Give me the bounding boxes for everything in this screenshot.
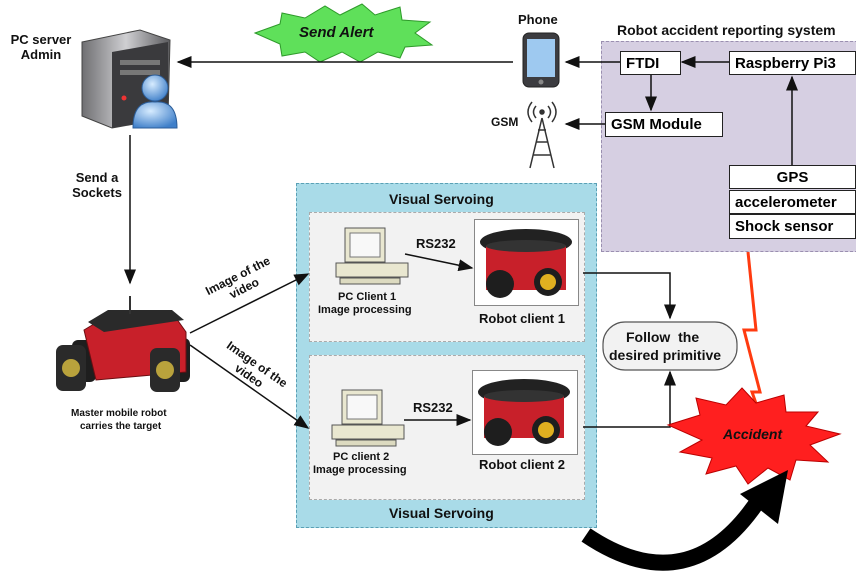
shock-sensor-box: Shock sensor <box>729 214 856 239</box>
phone-label: Phone <box>518 12 558 27</box>
reporting-system-title: Robot accident reporting system <box>617 22 836 38</box>
robot-client1-icon <box>480 229 572 298</box>
ftdi-box: FTDI <box>620 51 681 75</box>
pc-client2-icon <box>331 389 405 447</box>
accident-label: Accident <box>723 426 783 442</box>
follow-primitive-box <box>602 321 738 371</box>
send-sockets-label: Send a Sockets <box>72 170 122 200</box>
master-robot-icon <box>56 296 190 392</box>
robot-client2-label: Robot client 2 <box>479 457 565 472</box>
send-alert-label: Send Alert <box>299 24 374 41</box>
lightning-icon <box>742 251 768 433</box>
gps-box: GPS <box>729 165 856 189</box>
gsm-module-box: GSM Module <box>605 112 723 137</box>
rs232-label-1: RS232 <box>416 236 456 251</box>
gsm-label: GSM <box>491 115 519 129</box>
robot-client2-icon <box>478 379 570 446</box>
visual-servoing-bottom-title: Visual Servoing <box>389 505 494 521</box>
phone-icon <box>522 32 560 88</box>
visual-servoing-top-title: Visual Servoing <box>389 191 494 207</box>
rs232-label-2: RS232 <box>413 400 453 415</box>
user-icon <box>132 74 178 129</box>
big-curved-arrow <box>581 493 767 571</box>
follow-primitive-line1: Follow the <box>626 329 700 345</box>
send-alert-starburst <box>253 3 434 63</box>
raspberry-pi-box: Raspberry Pi3 <box>729 51 856 75</box>
pc-client2-label-line2: Image processing <box>313 464 407 476</box>
pc-server-title: PC server Admin <box>10 32 72 62</box>
robot-client1-label: Robot client 1 <box>479 311 565 326</box>
master-robot-label-line1: Master mobile robot <box>71 408 167 419</box>
follow-primitive-line2: desired primitive <box>609 347 722 363</box>
accident-starburst <box>666 387 842 485</box>
antenna-icon <box>527 101 557 169</box>
pc-client1-label-line2: Image processing <box>318 304 412 316</box>
pc-client2-label-line1: PC client 2 <box>333 451 390 463</box>
accelerometer-box: accelerometer <box>729 190 856 214</box>
pc-client1-label-line1: PC Client 1 <box>338 291 397 303</box>
pc-client1-icon <box>335 227 409 285</box>
master-robot-label-line2: carries the target <box>80 421 162 432</box>
